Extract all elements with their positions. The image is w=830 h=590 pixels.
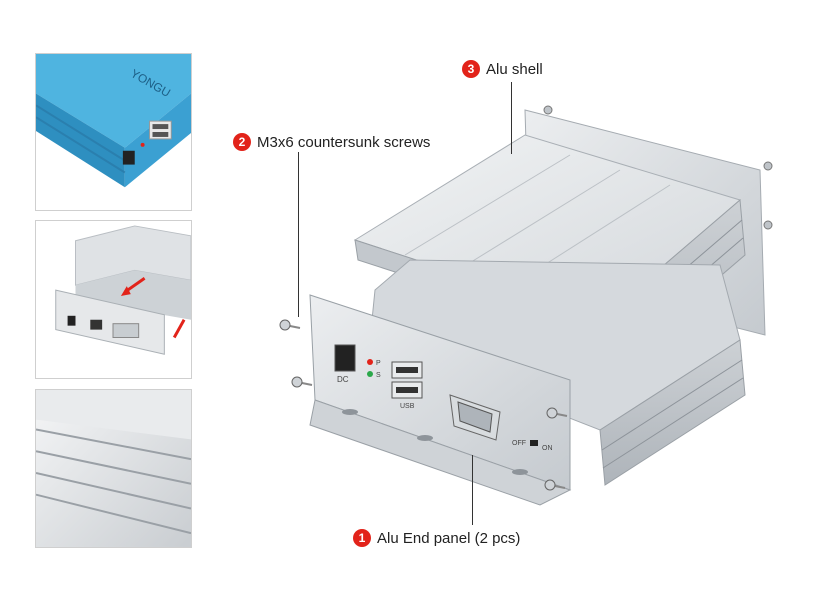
screw-icon xyxy=(291,376,313,388)
callout-number-badge: 1 xyxy=(353,529,371,547)
leader-line-shell xyxy=(511,82,512,154)
led-s-label: S xyxy=(376,372,381,379)
exploded-view-image xyxy=(36,221,191,378)
screw-icon xyxy=(546,407,568,419)
usb-label: USB xyxy=(400,403,415,410)
surface-detail-image xyxy=(36,390,191,547)
screw-icon xyxy=(544,479,566,491)
thumbnail-surface-detail[interactable] xyxy=(35,389,192,548)
thumbnail-blue-enclosure[interactable]: YONGU xyxy=(35,53,192,211)
callout-label: Alu End panel (2 pcs) xyxy=(377,529,521,547)
power-switch xyxy=(530,440,538,446)
dc-jack xyxy=(334,344,356,372)
callout-end-panel: 1 Alu End panel (2 pcs) xyxy=(353,529,520,547)
dc-label: DC xyxy=(337,375,349,384)
led-p-label: P xyxy=(376,360,381,367)
callout-label: M3x6 countersunk screws xyxy=(257,133,431,151)
thumbnail-exploded-view[interactable] xyxy=(35,220,192,379)
led-s xyxy=(367,371,373,377)
callout-alu-shell: 3 Alu shell xyxy=(462,60,543,78)
leader-line-panel xyxy=(472,455,473,525)
callout-label: Alu shell xyxy=(486,60,543,78)
screw-icon xyxy=(279,319,301,331)
led-p xyxy=(367,359,373,365)
callout-number-badge: 3 xyxy=(462,60,480,78)
on-label: ON xyxy=(542,445,553,452)
callout-screws: 2 M3x6 countersunk screws xyxy=(233,133,430,151)
main-exploded-illustration: DC P S USB OFF ON xyxy=(200,40,830,590)
leader-line-screws xyxy=(298,152,299,317)
callout-number-badge: 2 xyxy=(233,133,251,151)
enclosure-exploded-drawing: DC P S USB OFF ON xyxy=(279,105,773,506)
blue-enclosure-image: YONGU xyxy=(36,54,191,210)
off-label: OFF xyxy=(512,440,526,447)
